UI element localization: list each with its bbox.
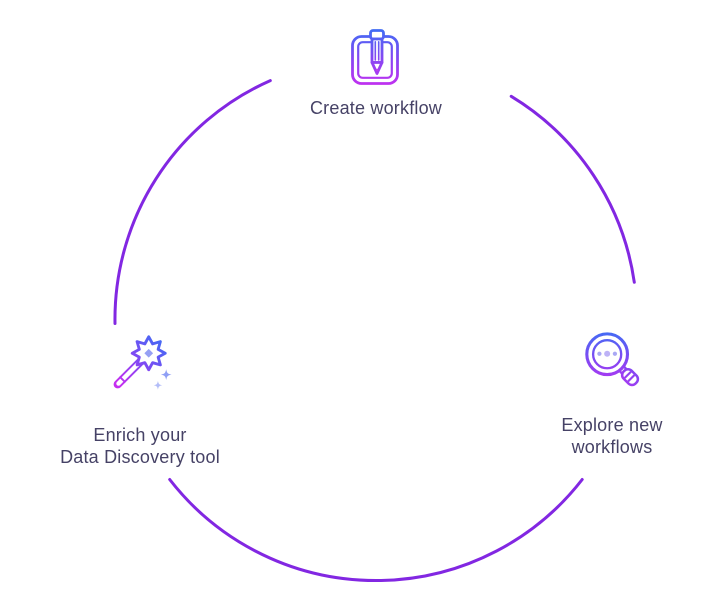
arc-bottom xyxy=(168,478,584,583)
node-enrich-tool: Enrich your Data Discovery tool xyxy=(10,330,270,468)
label-line: workflows xyxy=(571,437,653,457)
magic-wand-icon xyxy=(113,335,172,390)
sparkle-icon xyxy=(160,369,172,380)
arc-top-right xyxy=(509,94,636,284)
node-create-workflow: Create workflow xyxy=(256,29,496,119)
node-label-enrich-tool: Enrich your Data Discovery tool xyxy=(60,424,220,468)
node-label-create-workflow: Create workflow xyxy=(310,97,442,119)
sparkle-icon xyxy=(153,380,163,390)
label-line: Enrich your xyxy=(93,425,187,445)
notebook-pencil-icon xyxy=(351,29,399,85)
node-label-explore-workflows: Explore new workflows xyxy=(561,414,662,458)
node-explore-workflows: Explore new workflows xyxy=(502,330,714,458)
label-line: Data Discovery tool xyxy=(60,447,220,467)
magnifying-glass-icon xyxy=(585,332,640,387)
label-line: Explore new xyxy=(561,415,663,435)
label-line: Create workflow xyxy=(309,98,443,118)
arc-top-left xyxy=(113,79,272,325)
